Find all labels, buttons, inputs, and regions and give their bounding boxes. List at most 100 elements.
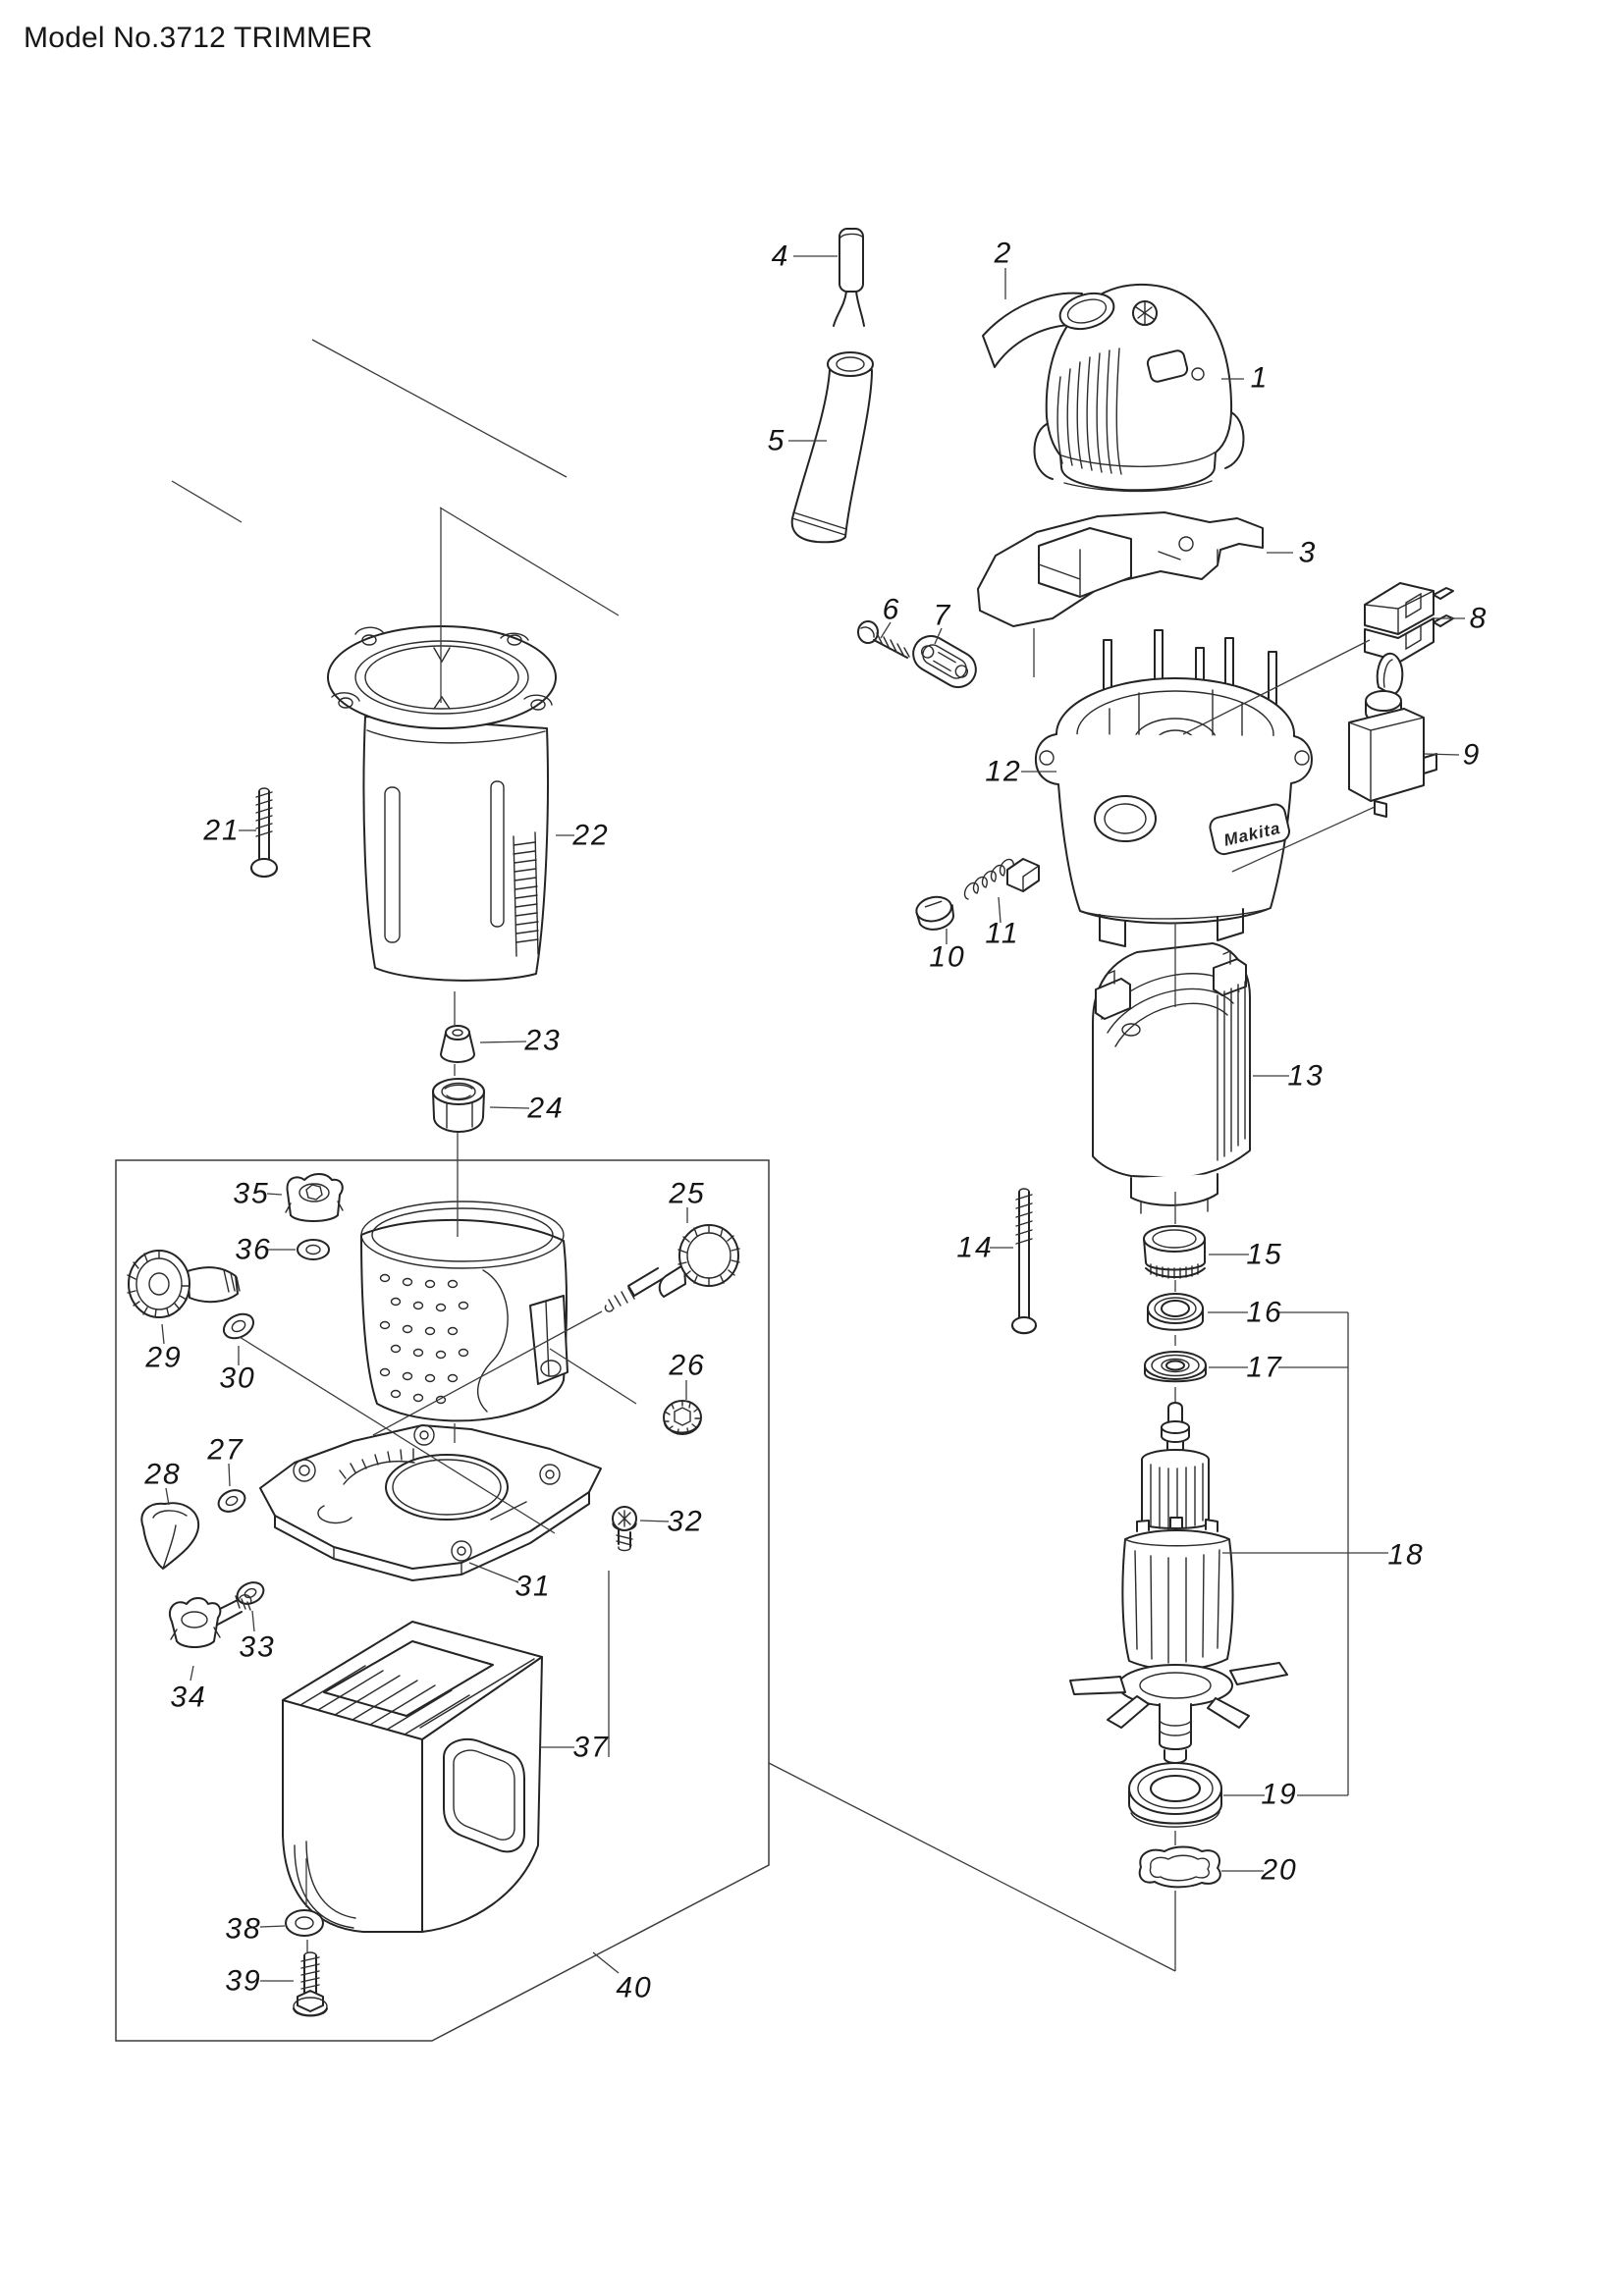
- part-30-art: [222, 1312, 255, 1340]
- part-label-1-motor-housing-cap: 1: [1251, 362, 1270, 395]
- part-21-art: [250, 787, 278, 878]
- part-label-34-wing-bolt: 34: [170, 1682, 206, 1714]
- leader-line-part-23: [479, 1041, 527, 1043]
- parts-box-outline: [115, 1159, 770, 2042]
- part-label-4-noise-suppressor: 4: [772, 240, 790, 273]
- leader-line-part-24: [489, 1106, 530, 1109]
- leader-line-part-34: [189, 1665, 194, 1682]
- part-34-art: [168, 1594, 252, 1648]
- part-label-11-carbon-brush: 11: [985, 918, 1019, 950]
- part-label-2-name-plate: 2: [994, 238, 1013, 270]
- part-label-20-curved-washer: 20: [1260, 1854, 1297, 1887]
- part-label-38-flat-washer-38: 38: [225, 1913, 261, 1946]
- leader-line-part-11: [998, 896, 1001, 924]
- part-label-30-flat-washer-30: 30: [219, 1362, 255, 1395]
- part-32-art: [612, 1506, 637, 1552]
- part-label-26-lock-nut: 26: [668, 1350, 705, 1382]
- connector-line: [311, 339, 568, 478]
- part-label-19-ball-bearing-lower: 19: [1261, 1779, 1297, 1811]
- leader-lines-layer: [161, 255, 1465, 1982]
- part-label-37-base-protector: 37: [572, 1732, 609, 1764]
- part-10-art: [915, 895, 955, 931]
- part-label-35-nut-holder: 35: [233, 1178, 269, 1210]
- part-label-8-connector-block: 8: [1470, 603, 1489, 635]
- leader-line-part-29: [161, 1323, 165, 1345]
- part-label-39-square-neck-bolt: 39: [225, 1965, 261, 1998]
- part-17-art: [1144, 1351, 1207, 1383]
- part-label-29-clamp-knob: 29: [144, 1342, 182, 1374]
- part-8-art: [1364, 582, 1454, 663]
- part-18-art: [1069, 1402, 1288, 1764]
- part-27-art: [217, 1489, 246, 1513]
- part-label-18-armature: 18: [1387, 1539, 1424, 1572]
- part-36-art: [297, 1239, 330, 1260]
- connector-line: [439, 507, 620, 616]
- part-label-14-long-tapping-screw: 14: [956, 1232, 993, 1264]
- part-label-7-cord-clip: 7: [934, 600, 952, 632]
- part-9-art: [1348, 652, 1437, 818]
- part-20-art: [1138, 1845, 1221, 1889]
- part-12-art: Makita: [1034, 629, 1313, 947]
- part-11-art: [963, 858, 1040, 900]
- connector-line: [549, 1348, 637, 1405]
- connector-line: [1231, 806, 1376, 873]
- leader-line-part-32: [639, 1520, 670, 1522]
- connector-line: [171, 480, 243, 523]
- leader-line-part-40: [592, 1951, 620, 1974]
- part-23-art: [440, 1025, 475, 1063]
- leader-line-part-9: [1424, 753, 1460, 756]
- part-label-40-base-assembly-outline: 40: [616, 1972, 652, 2004]
- part-label-15-bearing-retainer: 15: [1246, 1239, 1282, 1271]
- part-5-art: [790, 351, 874, 544]
- base-clamp-cup-art: [360, 1201, 568, 1422]
- part-label-25-clamp-screw: 25: [668, 1178, 705, 1210]
- part-22-art: [327, 625, 557, 982]
- leader-line-part-28: [165, 1487, 170, 1506]
- page-title: Model No.3712 TRIMMER: [24, 22, 373, 54]
- clamp-cup-vent-holes: [379, 1273, 469, 1405]
- connector-line: [1182, 639, 1371, 735]
- connector-line: [372, 1310, 603, 1436]
- part-37-art: [282, 1621, 543, 1933]
- part-label-6-tapping-screw: 6: [883, 594, 901, 626]
- part-label-9-switch: 9: [1463, 739, 1482, 772]
- leader-line-part-33: [251, 1610, 255, 1632]
- part-label-10-brush-holder-cap: 10: [929, 941, 965, 974]
- part-25-art: [604, 1224, 740, 1312]
- part-label-23-collet-cone: 23: [523, 1025, 561, 1057]
- part-7-art: [912, 635, 977, 688]
- part-6-art: [857, 620, 910, 659]
- part-28-art: [140, 1502, 200, 1570]
- connector-line: [239, 1336, 556, 1534]
- part-16-art: [1147, 1293, 1204, 1331]
- part-1-art: [1033, 283, 1245, 493]
- leader-line-part-6: [880, 621, 892, 639]
- part-label-3-switch-mount-plate: 3: [1299, 537, 1318, 569]
- part-label-16-ball-bearing-upper: 16: [1246, 1297, 1282, 1329]
- leader-line-part-31: [468, 1562, 519, 1583]
- leader-line-part-35: [266, 1193, 283, 1196]
- part-31-art: [259, 1424, 602, 1581]
- part-label-17-flanged-ball-bearing: 17: [1246, 1352, 1282, 1384]
- part-label-32-pan-head-screw: 32: [667, 1506, 703, 1538]
- connector-line: [768, 1762, 1176, 1972]
- part-label-13-field-stator: 13: [1287, 1060, 1324, 1093]
- part-4-art: [833, 228, 865, 327]
- part-26-art: [663, 1400, 702, 1435]
- part-label-24-collet-nut: 24: [526, 1093, 564, 1125]
- part-label-28-knob-cap: 28: [143, 1459, 181, 1491]
- part-3-art: [977, 511, 1264, 627]
- part-14-art: [1011, 1188, 1037, 1335]
- part-label-12-motor-base-housing: 12: [985, 756, 1021, 788]
- part-38-art: [285, 1909, 324, 1937]
- part-39-art: [293, 1951, 328, 2017]
- part-35-art: [285, 1173, 344, 1222]
- part-19-art: [1128, 1762, 1222, 1828]
- part-29-art: [127, 1250, 241, 1318]
- part-13-art: [1092, 942, 1251, 1214]
- connector-lines-layer: [171, 339, 1376, 1972]
- part-33-art: [236, 1581, 265, 1605]
- part-label-27-flat-washer-27: 27: [206, 1434, 244, 1467]
- leader-line-part-7: [934, 627, 943, 645]
